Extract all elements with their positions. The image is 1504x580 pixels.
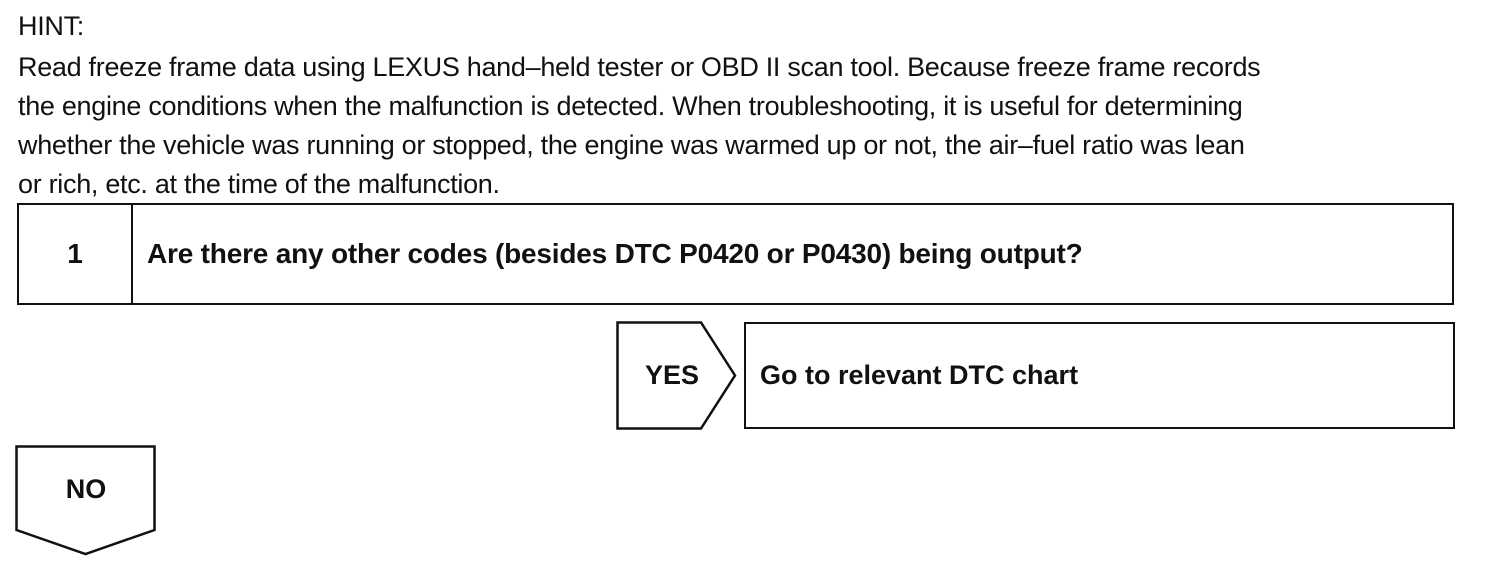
step-question: Are there any other codes (besides DTC P… xyxy=(147,238,1083,269)
hint-line: whether the vehicle was running or stopp… xyxy=(18,130,1245,160)
hint-label: HINT: xyxy=(18,11,85,41)
yes-result-box: Go to relevant DTC chart xyxy=(744,322,1455,429)
hint-line: or rich, etc. at the time of the malfunc… xyxy=(18,169,500,199)
no-label: NO xyxy=(65,473,107,504)
yes-arrow: YES xyxy=(616,321,738,430)
step-box: 1 Are there any other codes (besides DTC… xyxy=(17,203,1454,305)
step-number: 1 xyxy=(19,205,133,303)
yes-arrow-shape xyxy=(616,321,737,430)
hint-line: the engine conditions when the malfuncti… xyxy=(18,91,1243,121)
yes-label: YES xyxy=(644,360,700,390)
hint-line: Read freeze frame data using LEXUS hand–… xyxy=(18,52,1261,82)
hint-paragraph: Read freeze frame data using LEXUS hand–… xyxy=(18,48,1468,204)
no-arrow: NO xyxy=(15,445,157,557)
no-arrow-shape xyxy=(15,445,156,556)
